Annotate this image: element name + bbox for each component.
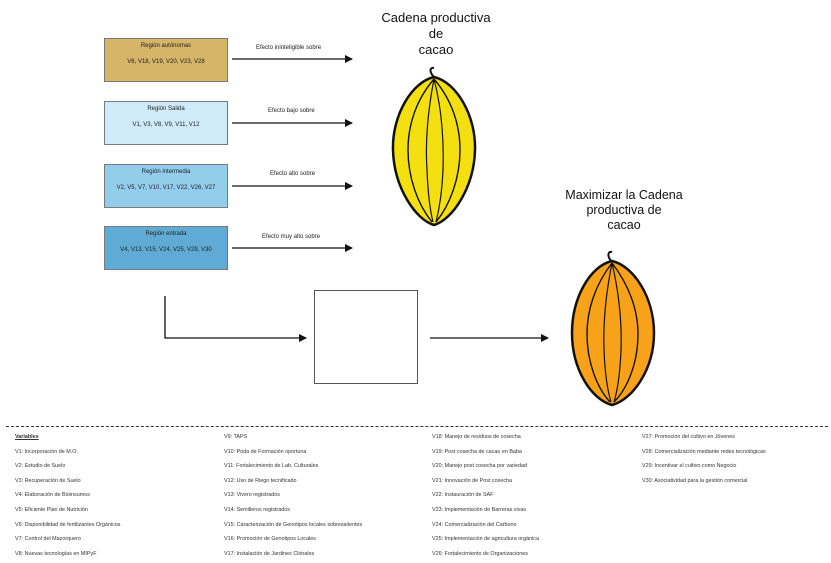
legend-item: V4: Elaboración de Bioinsumos (15, 492, 90, 499)
effect-label-2: Efecto bajo sobre (268, 108, 315, 114)
legend-column-2: V9: TAPS V10: Poda de Formación oportuna… (224, 432, 362, 563)
legend-item: V5: Eficiente Plan de Nutrición (15, 506, 88, 513)
region-vars: V4, V13, V15, V24, V25, V29, V30 (120, 247, 212, 253)
legend-separator (6, 426, 828, 427)
legend-item: V2: Estudio de Suelo (15, 463, 66, 470)
legend-item: V10: Poda de Formación oportuna (224, 448, 307, 455)
legend-item: V15: Caracterización de Genotipos locale… (224, 521, 363, 528)
legend-item: V27: Promoción del cultivo en Jóvenes (642, 434, 735, 440)
legend-item: V17: Instalación de Jardines Clónales (224, 550, 315, 557)
region-intermedia: Región intermedia V2, V5, V7, V10, V17, … (104, 164, 228, 208)
cacao-pod-yellow-icon (391, 66, 477, 227)
legend-item: V29: Incentivar el cultivo como Negocio (642, 463, 737, 470)
effect-label-4: Efecto muy alto sobre (262, 234, 321, 240)
right-title-line-1: Maximizar la Cadena (565, 188, 683, 202)
legend-item: V14: Semilleros registrados (224, 506, 290, 513)
top-title-line-2: de (428, 26, 444, 41)
legend-item: V13: Vivero registrados (224, 492, 280, 499)
legend-item: V3: Recuperación de Suelo (15, 477, 81, 484)
region-autonomas: Región autónomas V6, V18, V19, V20, V23,… (104, 38, 228, 82)
region-salida: Región Salida V1, V3, V8, V9, V11, V12 (104, 101, 228, 145)
legend-item: V30: Asociatividad para la gestión comer… (642, 477, 748, 484)
region-vars: V6, V18, V19, V20, V23, V28 (127, 59, 205, 65)
top-title-line-3: cacao (418, 42, 454, 57)
region-title: Región intermedia (141, 169, 191, 175)
region-vars: V2, V5, V7, V10, V17, V22, V26, V27 (116, 185, 216, 191)
legend-item: V22: Instauración de SAF (432, 492, 494, 499)
legend-item: V26: Fortalecimiento de Organizaciones (432, 550, 528, 557)
legend-item: V23: Implementación de Barreras vivas (432, 506, 527, 513)
legend-item: V9: TAPS (224, 434, 248, 440)
legend-item: V6: Disponibilidad de fertilizantes Orgá… (15, 521, 121, 528)
legend-item: V11: Fortalecimiento de Lab. Culturales (224, 463, 319, 470)
region-title: Región entrada (145, 231, 187, 237)
right-title-line-2: productiva de (586, 203, 662, 217)
legend-item: V1: Incorporación de M.O. (15, 448, 78, 455)
legend-column-1: Variables V1: Incorporación de M.O. V2: … (15, 432, 120, 563)
empty-box (314, 290, 418, 384)
legend-item: V28: Comercialización mediante redes tec… (642, 448, 766, 455)
legend-item: V8: Nuevas tecnologías en MIPyF (15, 550, 97, 557)
legend-item: V21: Innovación de Post cosecha (432, 477, 513, 484)
region-title: Región Salida (147, 106, 185, 112)
effect-label-1: Efecto ininteligible sobre (256, 45, 322, 51)
legend-heading: Variables (15, 434, 39, 440)
legend-item: V20: Manejo post cosecha por variedad (432, 463, 527, 470)
top-title-line-1: Cadena productiva (381, 10, 491, 25)
connector-elbow-arrow (164, 296, 307, 342)
right-title-line-3: cacao (607, 218, 641, 232)
right-title: Maximizar la Cadena productiva de cacao (548, 188, 700, 233)
legend-item: V24: Comercialización del Carbono (432, 521, 517, 528)
legend-item: V19: Post cosecha de cacao en Baba (432, 448, 522, 455)
region-entrada: Región entrada V4, V13, V15, V24, V25, V… (104, 226, 228, 270)
legend-item: V7: Control del Mazorquero (15, 536, 81, 543)
effect-label-3: Efecto alto sobre (270, 171, 316, 177)
legend-column-3: V18: Manejo de residuos de cosecha V19: … (432, 432, 539, 563)
region-title: Región autónomas (140, 43, 192, 49)
legend-item: V25: Implementación de agricultura orgán… (432, 536, 539, 543)
legend-item: V18: Manejo de residuos de cosecha (432, 434, 521, 440)
top-title: Cadena productiva de cacao (368, 10, 504, 58)
legend-item: V12: Uso de Riego tecnificado (224, 477, 297, 484)
cacao-pod-orange-icon (570, 250, 656, 407)
region-vars: V1, V3, V8, V9, V11, V12 (132, 122, 200, 128)
legend-column-4: V27: Promoción del cultivo en Jóvenes V2… (642, 432, 766, 490)
legend-item: V16: Promoción de Genotipos Locales (224, 536, 316, 543)
